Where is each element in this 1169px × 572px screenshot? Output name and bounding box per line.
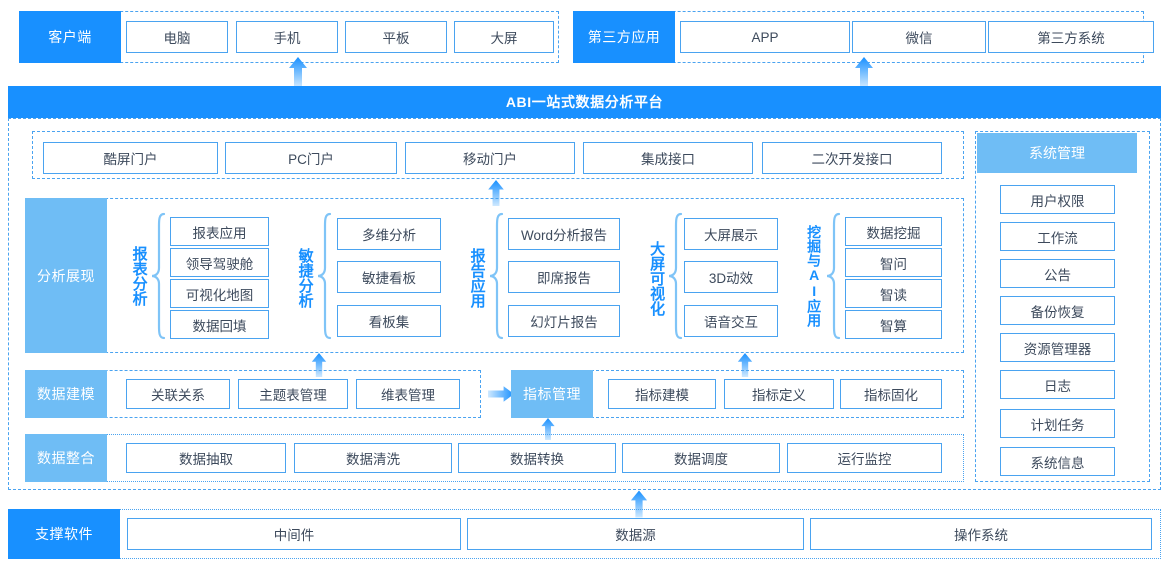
analysis-item-4-1[interactable]: 智问 xyxy=(845,248,942,277)
metric-item-1[interactable]: 指标定义 xyxy=(724,379,834,409)
analysis-item-2-1[interactable]: 即席报告 xyxy=(508,261,620,293)
brace-4 xyxy=(826,212,841,340)
modeling-layer-label: 数据建模 xyxy=(25,370,107,418)
system-management-item-1[interactable]: 工作流 xyxy=(1000,222,1115,251)
arrow-up-analysis-left xyxy=(311,353,327,377)
metric-item-2[interactable]: 指标固化 xyxy=(840,379,942,409)
analysis-item-0-3[interactable]: 数据回填 xyxy=(170,310,269,339)
analysis-item-4-0[interactable]: 数据挖掘 xyxy=(845,217,942,246)
third-party-item-2[interactable]: 第三方系统 xyxy=(988,21,1154,53)
integration-item-4[interactable]: 运行监控 xyxy=(787,443,942,473)
analysis-item-3-1[interactable]: 3D动效 xyxy=(684,261,778,293)
arrow-up-third-party xyxy=(855,57,873,87)
arrow-up-metric xyxy=(541,418,555,440)
integration-item-2[interactable]: 数据转换 xyxy=(458,443,616,473)
support-item-2[interactable]: 操作系统 xyxy=(810,518,1152,550)
portal-item-3[interactable]: 集成接口 xyxy=(583,142,753,174)
system-management-item-6[interactable]: 计划任务 xyxy=(1000,409,1115,438)
system-management-zone xyxy=(975,131,1150,482)
portal-item-4[interactable]: 二次开发接口 xyxy=(762,142,942,174)
brace-2 xyxy=(489,212,504,340)
integration-item-1[interactable]: 数据清洗 xyxy=(294,443,452,473)
integration-item-0[interactable]: 数据抽取 xyxy=(126,443,286,473)
analysis-group-label-3: 大屏可视化 xyxy=(648,240,666,316)
integration-layer-label: 数据整合 xyxy=(25,434,107,482)
portal-item-1[interactable]: PC门户 xyxy=(225,142,397,174)
arrow-up-portal xyxy=(488,180,504,206)
analysis-group-label-4: 挖掘与AI应用 xyxy=(806,225,823,327)
system-management-item-0[interactable]: 用户权限 xyxy=(1000,185,1115,214)
portal-layer-zone xyxy=(32,131,964,179)
portal-item-2[interactable]: 移动门户 xyxy=(405,142,575,174)
analysis-item-4-3[interactable]: 智算 xyxy=(845,310,942,339)
modeling-item-0[interactable]: 关联关系 xyxy=(126,379,230,409)
client-item-2[interactable]: 平板 xyxy=(345,21,447,53)
arrow-up-client xyxy=(289,57,307,87)
client-item-0[interactable]: 电脑 xyxy=(126,21,228,53)
brace-1 xyxy=(317,212,332,340)
support-item-1[interactable]: 数据源 xyxy=(467,518,804,550)
client-item-3[interactable]: 大屏 xyxy=(454,21,554,53)
platform-body-zone xyxy=(8,118,1161,490)
analysis-group-label-0: 报表分析 xyxy=(130,246,148,306)
third-party-item-0[interactable]: APP xyxy=(680,21,850,53)
brace-0 xyxy=(151,212,166,340)
analysis-item-0-1[interactable]: 领导驾驶舱 xyxy=(170,248,269,277)
analysis-layer-label: 分析展现 xyxy=(25,198,107,353)
system-management-item-4[interactable]: 资源管理器 xyxy=(1000,333,1115,362)
support-layer-label: 支撑软件 xyxy=(8,509,120,559)
metric-item-0[interactable]: 指标建模 xyxy=(608,379,716,409)
modeling-item-1[interactable]: 主题表管理 xyxy=(238,379,348,409)
system-management-header: 系统管理 xyxy=(977,133,1137,173)
analysis-group-label-2: 报告应用 xyxy=(468,247,486,308)
analysis-item-3-0[interactable]: 大屏展示 xyxy=(684,218,778,250)
arrow-right-modeling-to-metric xyxy=(488,386,514,402)
system-management-item-2[interactable]: 公告 xyxy=(1000,259,1115,288)
system-management-item-5[interactable]: 日志 xyxy=(1000,370,1115,399)
platform-title-bar: ABI一站式数据分析平台 xyxy=(8,86,1161,118)
metric-layer-label: 指标管理 xyxy=(511,370,593,418)
arrow-up-support xyxy=(630,490,648,518)
analysis-item-2-0[interactable]: Word分析报告 xyxy=(508,218,620,250)
analysis-item-1-0[interactable]: 多维分析 xyxy=(337,218,441,250)
analysis-item-3-2[interactable]: 语音交互 xyxy=(684,305,778,337)
system-management-item-3[interactable]: 备份恢复 xyxy=(1000,296,1115,325)
third-party-item-1[interactable]: 微信 xyxy=(852,21,986,53)
arrow-up-analysis-right xyxy=(737,353,753,377)
analysis-item-1-1[interactable]: 敏捷看板 xyxy=(337,261,441,293)
analysis-item-0-0[interactable]: 报表应用 xyxy=(170,217,269,246)
analysis-item-4-2[interactable]: 智读 xyxy=(845,279,942,308)
brace-3 xyxy=(668,212,683,340)
client-item-1[interactable]: 手机 xyxy=(236,21,338,53)
client-layer-label: 客户端 xyxy=(19,11,121,63)
analysis-group-label-1: 敏捷分析 xyxy=(296,247,314,308)
analysis-item-1-2[interactable]: 看板集 xyxy=(337,305,441,337)
modeling-item-2[interactable]: 维表管理 xyxy=(356,379,460,409)
system-management-item-7[interactable]: 系统信息 xyxy=(1000,447,1115,476)
integration-item-3[interactable]: 数据调度 xyxy=(622,443,780,473)
portal-item-0[interactable]: 酷屏门户 xyxy=(43,142,218,174)
analysis-item-2-2[interactable]: 幻灯片报告 xyxy=(508,305,620,337)
analysis-item-0-2[interactable]: 可视化地图 xyxy=(170,279,269,308)
third-party-layer-label: 第三方应用 xyxy=(573,11,675,63)
support-item-0[interactable]: 中间件 xyxy=(127,518,461,550)
